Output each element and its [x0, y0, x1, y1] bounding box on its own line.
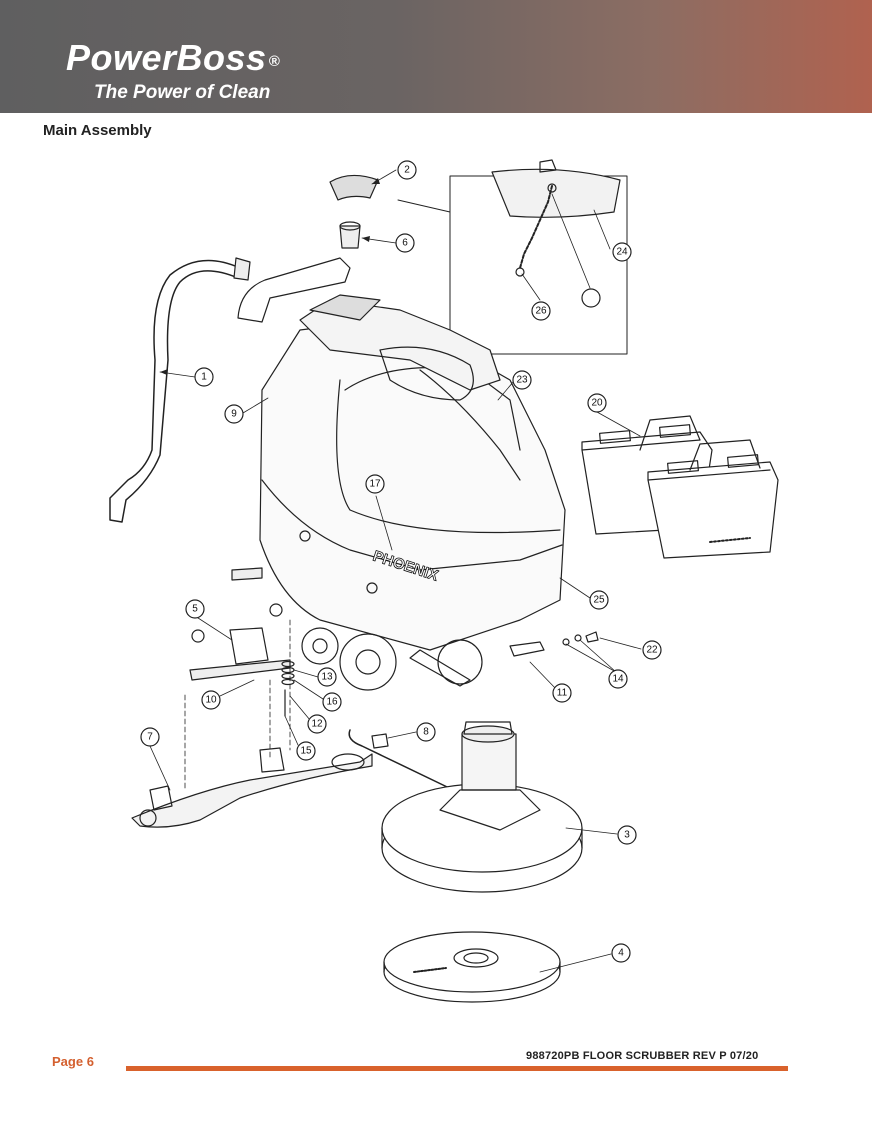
- drain-cap: [329, 174, 379, 201]
- svg-text:5: 5: [192, 604, 198, 615]
- svg-text:22: 22: [646, 645, 658, 656]
- svg-text:1: 1: [201, 372, 207, 383]
- spring-stack: [281, 660, 295, 717]
- callout-20: 20: [587, 393, 607, 413]
- svg-text:9: 9: [231, 409, 237, 420]
- callout-22: 22: [642, 640, 662, 660]
- callout-1: 1: [194, 367, 214, 387]
- svg-text:11: 11: [557, 688, 568, 699]
- callout-14: 14: [608, 669, 628, 689]
- callout-markers: 2 6 1 9 23 17 20 25 24 26 22 14 11 5 10 …: [140, 160, 662, 963]
- callout-24: 24: [612, 242, 632, 262]
- svg-text:17: 17: [369, 479, 381, 490]
- svg-text:24: 24: [616, 247, 628, 258]
- callout-21: 23: [512, 370, 532, 390]
- svg-text:12: 12: [311, 719, 323, 730]
- brand-logo: PowerBoss® The Power of Clean: [66, 40, 280, 103]
- callout-16: 16: [322, 692, 342, 712]
- callout-2: 2: [397, 160, 417, 180]
- svg-text:4: 4: [618, 948, 624, 959]
- callout-12: 12: [307, 714, 327, 734]
- brand-tagline: The Power of Clean: [94, 82, 271, 103]
- svg-text:26: 26: [535, 306, 547, 317]
- svg-text:25: 25: [593, 595, 605, 606]
- drain-filter: [339, 225, 361, 249]
- scrubber-body: [237, 257, 566, 651]
- svg-text:15: 15: [300, 746, 312, 757]
- callout-11: 11: [552, 683, 572, 703]
- callout-4: 4: [611, 943, 631, 963]
- svg-text:23: 23: [516, 375, 528, 386]
- callout-7: 7: [140, 727, 160, 747]
- header-banner: PowerBoss® The Power of Clean: [0, 0, 872, 113]
- footer-divider: [126, 1066, 788, 1071]
- tank-lid-detail: [491, 159, 621, 277]
- svg-text:3: 3: [624, 830, 630, 841]
- brand-name: PowerBoss: [66, 37, 267, 78]
- svg-text:20: 20: [591, 398, 603, 409]
- svg-text:13: 13: [321, 672, 333, 683]
- svg-text:14: 14: [612, 674, 624, 685]
- svg-text:6: 6: [402, 238, 408, 249]
- svg-text:7: 7: [147, 732, 153, 743]
- callout-26: [581, 288, 601, 308]
- document-reference: 988720PB FLOOR SCRUBBER REV P 07/20: [526, 1050, 759, 1062]
- callout-3: 3: [617, 825, 637, 845]
- callout-9: 9: [224, 404, 244, 424]
- callout-25: 26: [531, 301, 551, 321]
- callout-15: 15: [296, 741, 316, 761]
- callout-13: 13: [317, 667, 337, 687]
- vacuum-hose: [109, 259, 241, 523]
- page-number: Page 6: [52, 1054, 94, 1069]
- registered-mark: ®: [268, 53, 281, 70]
- svg-text:16: 16: [326, 697, 338, 708]
- wheels: [301, 627, 483, 691]
- callout-10: 10: [201, 690, 221, 710]
- batteries: [581, 415, 779, 559]
- callout-8: 8: [416, 722, 436, 742]
- svg-text:2: 2: [404, 165, 410, 176]
- section-title: Main Assembly: [43, 122, 152, 139]
- svg-text:10: 10: [205, 695, 217, 706]
- callout-23: 25: [589, 590, 609, 610]
- callout-17: 17: [365, 474, 385, 494]
- pad-driver: [383, 931, 561, 1003]
- svg-text:8: 8: [423, 727, 429, 738]
- callout-6: 6: [395, 233, 415, 253]
- squeegee-assembly: [131, 603, 373, 828]
- scrub-deck: [381, 721, 583, 893]
- callout-5: 5: [185, 599, 205, 619]
- exploded-assembly-diagram: 2 6 1 9 23 17 20 25 24 26 22 14 11 5 10 …: [109, 159, 779, 1003]
